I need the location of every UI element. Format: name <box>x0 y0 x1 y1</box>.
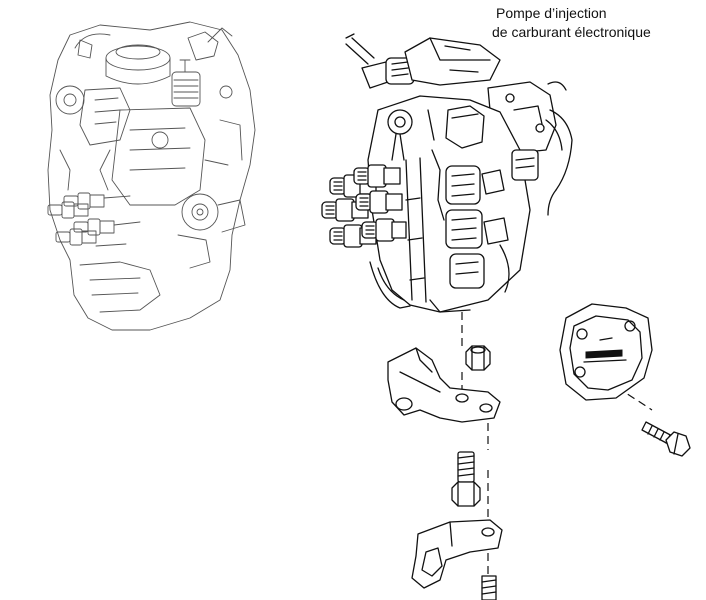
side-bolt <box>641 421 691 457</box>
delivery-valves <box>321 164 407 248</box>
bottom-bolt <box>481 575 497 600</box>
side-bracket-plate <box>559 303 653 401</box>
reference-pump-view <box>47 21 256 331</box>
mounting-bracket <box>387 347 501 423</box>
pump-caption: Pompe d’injection de carburant électroni… <box>492 4 651 42</box>
caption-line-1: Pompe d’injection <box>496 5 607 21</box>
electronic-injection-pump <box>321 33 573 313</box>
hex-nut <box>465 345 491 371</box>
caption-line-2: de carburant électronique <box>492 24 651 40</box>
lower-clamp <box>411 519 503 589</box>
stud-bolt <box>451 451 481 507</box>
